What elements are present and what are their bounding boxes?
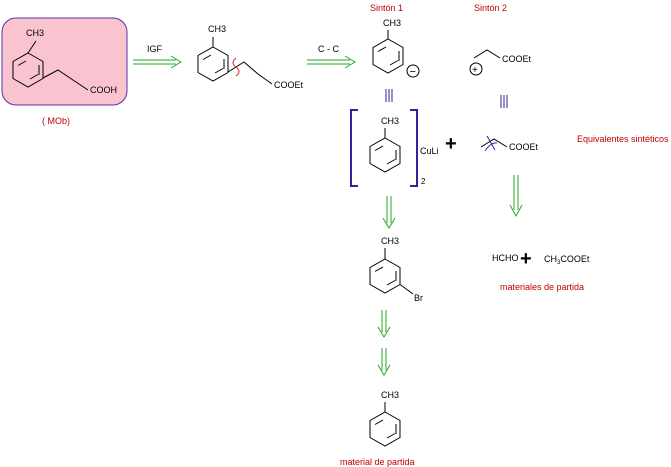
cuprate-count: 2 <box>421 177 426 186</box>
cuprate-reagent: CH3 CuLi 2 <box>350 109 439 187</box>
cc-step: C - C <box>307 44 356 69</box>
cuprate-benzene-ring <box>369 137 401 173</box>
equivalence-sign-2 <box>500 95 508 108</box>
target-caption: ( MOb) <box>42 116 70 126</box>
toluene-benzene-ring <box>369 411 401 447</box>
synthon-2: Sintón 2 + COOEt <box>469 3 532 76</box>
synthon-2-chain <box>473 49 501 59</box>
starting-materials: HCHO + CH3COOEt materiales de partida <box>492 248 590 292</box>
synthon-1-charge-sign: − <box>410 66 416 78</box>
target-highlight-box <box>1 17 128 106</box>
cc-label: C - C <box>318 44 339 54</box>
disconnection-mark <box>232 57 240 77</box>
aryl-bromide: CH3 Br <box>369 236 423 303</box>
target-molecule: CH3 COOH ( MOb) <box>1 17 128 126</box>
synthon-2-ester-label: COOEt <box>502 54 532 64</box>
cuprate-methyl-label: CH3 <box>381 116 399 126</box>
ester-group-label: COOEt <box>274 80 304 90</box>
ester-methyl-label: CH3 <box>208 24 226 34</box>
synthon-2-charge-sign: + <box>472 65 478 76</box>
synthon-1-negative-charge <box>406 64 420 78</box>
toluene: CH3 material de partida <box>340 390 415 467</box>
synthon-1: Sintón 1 CH3 − <box>370 3 420 78</box>
igf-arrow <box>133 55 182 69</box>
arrow-ester-to-materials <box>509 175 523 218</box>
cuprate-metal-label: CuLi <box>420 146 439 156</box>
bromide-methyl-label: CH3 <box>381 236 399 246</box>
ester-benzene-ring <box>197 46 229 82</box>
toluene-caption: material de partida <box>340 457 415 467</box>
synthon-1-ring <box>372 38 404 74</box>
target-acid-label: COOH <box>90 85 117 95</box>
bromide-halogen-label: Br <box>414 293 423 303</box>
target-propanoic-chain <box>42 69 89 91</box>
equivalents-plus: + <box>445 133 457 155</box>
ester-equivalent-label: COOEt <box>509 142 539 152</box>
synthon-2-positive-charge <box>469 62 483 76</box>
bromide-bromine-bond <box>399 284 414 295</box>
acetate-label: CH3COOEt <box>544 254 590 266</box>
cuprate-right-bracket <box>410 109 418 187</box>
arrow-bromide-down-2 <box>377 348 391 376</box>
ester-intermediate: CH3 COOEt <box>197 24 304 90</box>
target-methyl-label: CH3 <box>26 28 44 38</box>
target-methyl-bond <box>27 40 37 54</box>
ester-equivalent: COOEt <box>480 135 539 152</box>
igf-label: IGF <box>147 44 163 54</box>
equivalence-sign-1 <box>385 89 393 102</box>
bromide-benzene-ring <box>369 258 401 294</box>
igf-step: IGF <box>133 44 182 69</box>
ester-equivalent-cut-mark <box>486 135 496 151</box>
synthon-2-title: Sintón 2 <box>474 3 507 13</box>
equivalents-title: Equivalentes sintéticos <box>577 134 669 144</box>
formaldehyde-label: HCHO <box>492 253 519 263</box>
cuprate-left-bracket <box>350 109 358 187</box>
synthon-1-title: Sintón 1 <box>370 3 403 13</box>
ester-equivalent-wave-mark <box>484 142 498 152</box>
materials-plus: + <box>520 248 532 270</box>
ester-equivalent-chain <box>480 138 508 148</box>
toluene-methyl-label: CH3 <box>381 390 399 400</box>
arrow-bromide-down-1 <box>377 310 391 338</box>
synthon-1-methyl-label: CH3 <box>383 18 401 28</box>
materials-caption: materiales de partida <box>500 282 584 292</box>
cc-arrow <box>307 55 356 69</box>
arrow-cuprate-to-bromide <box>382 196 396 229</box>
